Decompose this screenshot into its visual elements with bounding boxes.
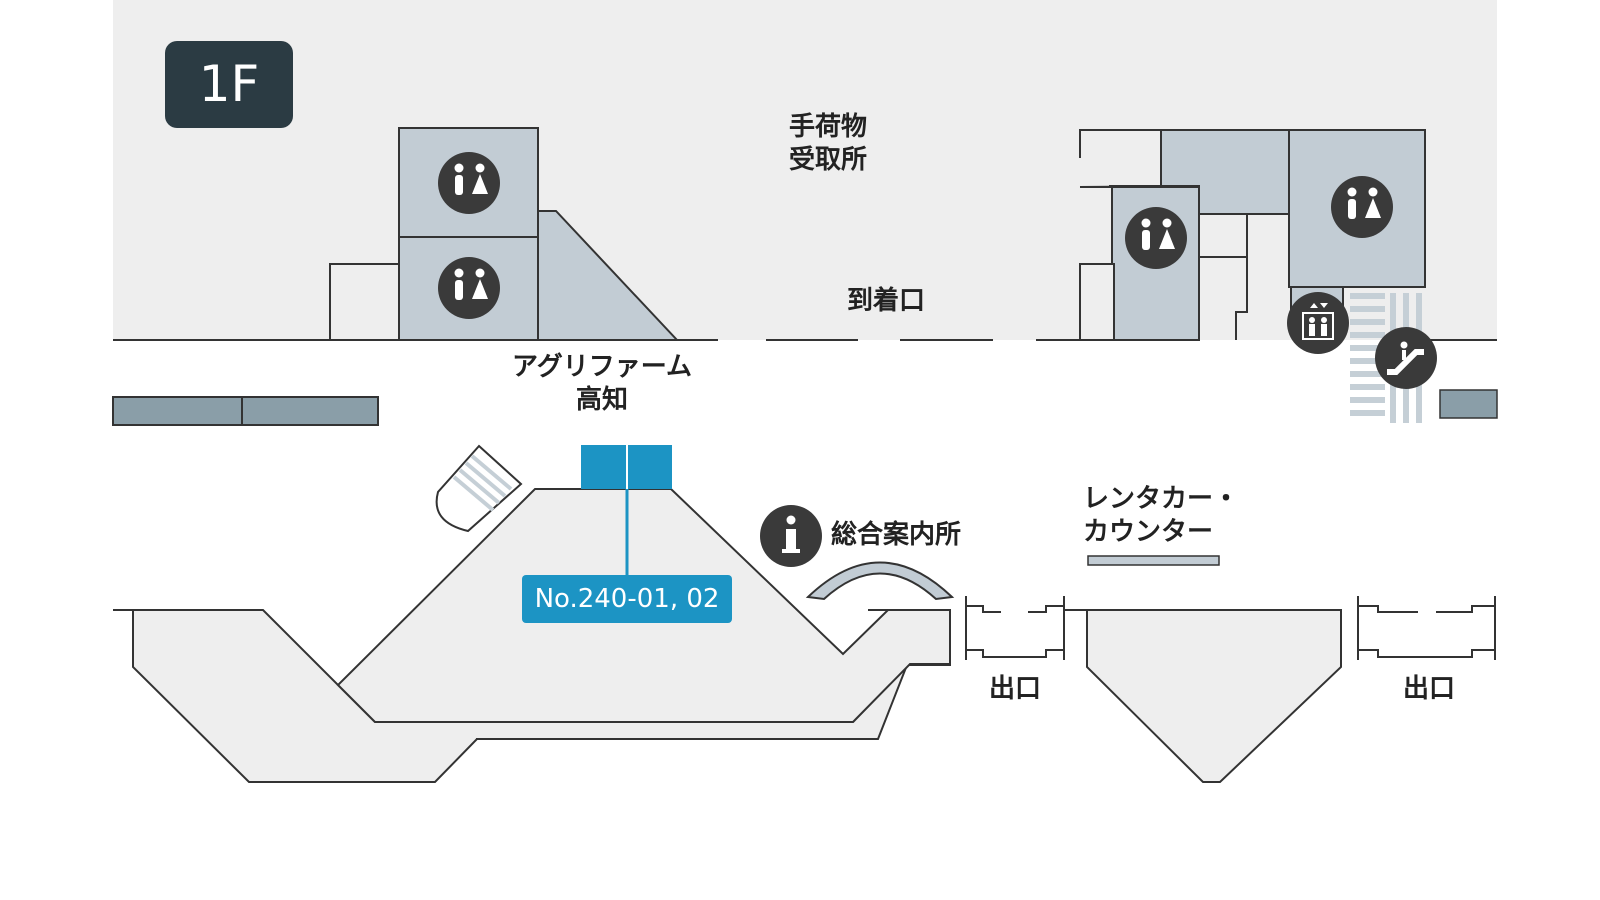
agrifarm-line2: 高知 [575,385,628,415]
restroom-icon [438,257,500,319]
restroom-icon [438,152,500,214]
restroom-icon [1331,176,1393,238]
stairs-center-stripes [452,454,513,512]
bench-left-1 [112,396,243,426]
bench-right [1439,389,1498,419]
rental-car-label: レンタカー・ カウンター [1083,483,1239,549]
info-icon [760,505,822,567]
booth-240-01[interactable] [581,445,627,489]
rental-car-line2: カウンター [1083,517,1214,547]
elevator-icon [1287,292,1349,354]
small-room-right-1 [1079,263,1115,341]
booth-240-02[interactable] [627,445,672,489]
bench-left-2 [241,396,379,426]
baggage-claim-label: 手荷物 受取所 [789,111,867,177]
wall-right-corridor [1199,213,1248,340]
baggage-claim-line1: 手荷物 [789,112,868,142]
escalator-icon [1375,327,1437,389]
rental-car-counter [1087,555,1220,566]
shop-area-right [1086,609,1342,783]
exit-left-label: 出口 [989,674,1042,704]
agrifarm-label: アグリファーム 高知 [510,351,694,417]
exit-right-label: 出口 [1403,674,1456,704]
exit-left-doors [965,596,1065,660]
booth-number-tag[interactable]: No.240-01, 02 [522,575,732,623]
floor-badge: 1F [165,41,293,128]
wall-right-top [1079,129,1162,187]
baggage-claim-line2: 受取所 [789,145,868,175]
rental-car-line1: レンタカー・ [1083,484,1240,514]
restroom-icon [1125,207,1187,269]
info-center-label: 総合案内所 [831,520,962,550]
small-room-left [329,263,400,341]
exit-right-doors [1357,596,1496,660]
arrival-gate-label: 到着口 [847,286,926,316]
agrifarm-line1: アグリファーム [512,352,692,382]
arch-structure [805,561,955,601]
